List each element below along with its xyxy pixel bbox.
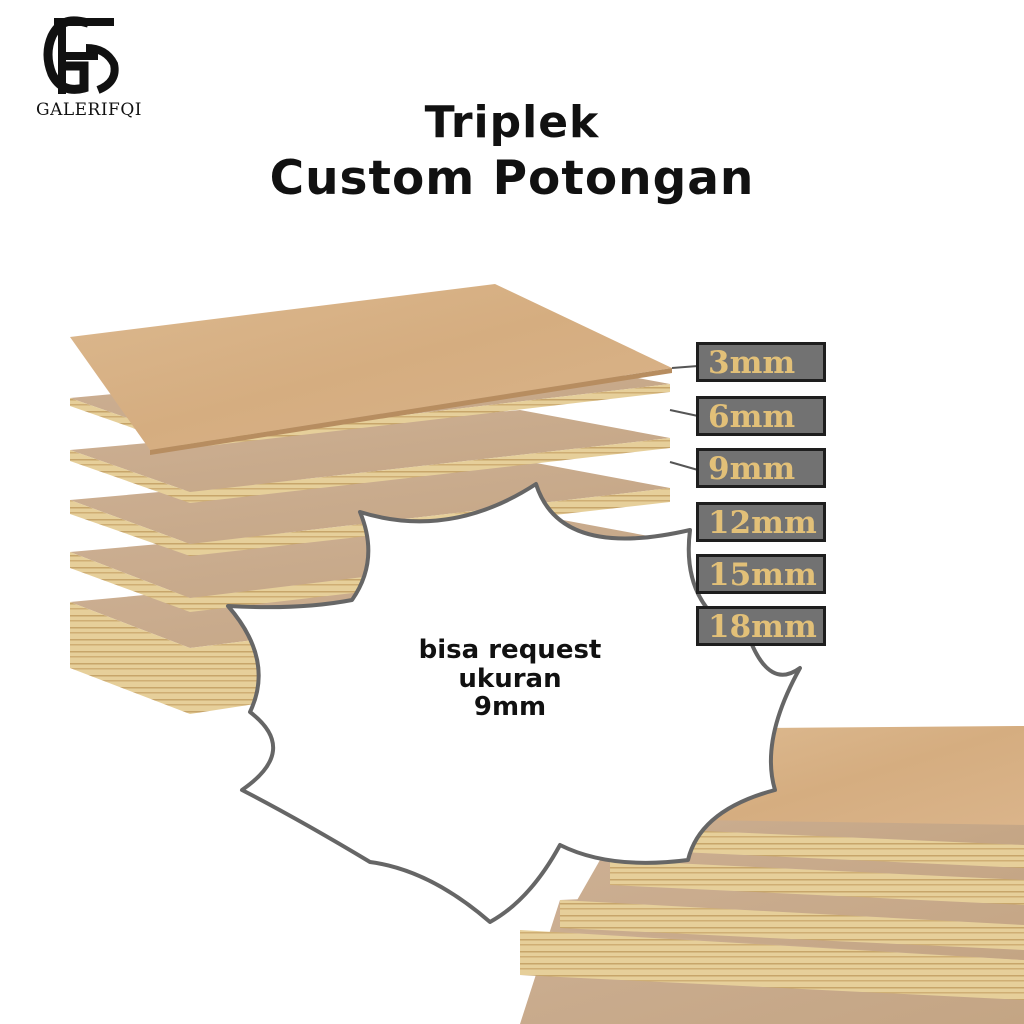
- size-label-15mm: 15mm: [696, 554, 826, 594]
- bubble-line-1: bisa request: [418, 635, 602, 665]
- size-label-6mm: 6mm: [696, 396, 826, 436]
- bubble-message: bisa request ukuran 9mm: [380, 636, 640, 722]
- size-label-9mm: 9mm: [696, 448, 826, 488]
- size-label-18mm: 18mm: [696, 606, 826, 646]
- title-line-2: Custom Potongan: [269, 150, 755, 206]
- size-label-12mm: 12mm: [696, 502, 826, 542]
- gf-monogram-logo: [43, 16, 119, 94]
- speech-bubble: [226, 482, 802, 924]
- brand-name: GALERIFQI: [35, 100, 143, 120]
- label-connectors: [669, 365, 699, 471]
- page-title: Triplek Custom Potongan: [0, 96, 1024, 207]
- brand-logo: GALERIFQI: [14, 8, 164, 123]
- title-line-1: Triplek: [424, 97, 600, 148]
- size-label-3mm: 3mm: [696, 342, 826, 382]
- bubble-line-2: ukuran: [458, 663, 562, 694]
- bubble-line-3: 9mm: [473, 692, 547, 723]
